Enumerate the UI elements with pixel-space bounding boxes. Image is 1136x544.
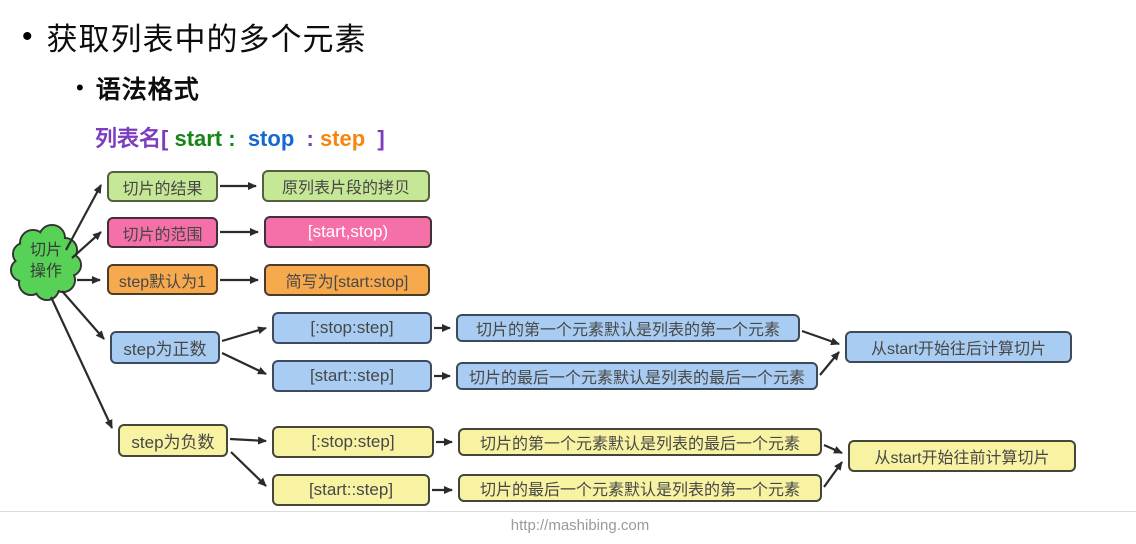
node-step-default: step默认为1	[107, 264, 218, 295]
page-title-row: • 获取列表中的多个元素	[22, 14, 367, 59]
page-subtitle: 语法格式	[95, 76, 200, 104]
page-title: 获取列表中的多个元素	[46, 22, 367, 57]
node-step-positive: step为正数	[110, 331, 220, 364]
node-slice-range: 切片的范围	[107, 217, 218, 248]
node-neg-syntax1-desc: 切片的第一个元素默认是列表的最后一个元素	[458, 428, 822, 456]
syntax-colon1: :	[222, 126, 248, 151]
node-pos-syntax1: [:stop:step]	[272, 312, 432, 344]
node-step-negative: step为负数	[118, 424, 228, 457]
syntax-colon2: :	[294, 126, 320, 151]
syntax-listname: 列表名[	[95, 126, 175, 151]
node-neg-result: 从start开始往前计算切片	[848, 440, 1076, 472]
footer-url: http://mashibing.com	[510, 517, 650, 534]
node-step-default-desc: 简写为[start:stop]	[264, 264, 430, 296]
node-pos-result: 从start开始往后计算切片	[845, 331, 1072, 363]
cloud-root-label: 切片 操作	[16, 241, 76, 283]
cloud-line1: 切片	[29, 242, 62, 259]
node-slice-result-desc: 原列表片段的拷贝	[262, 170, 430, 202]
cloud-line2: 操作	[29, 262, 62, 280]
page-subtitle-row: • 语法格式	[76, 70, 200, 106]
node-pos-syntax1-desc: 切片的第一个元素默认是列表的第一个元素	[456, 314, 800, 342]
node-slice-result: 切片的结果	[107, 171, 218, 202]
bullet-icon: •	[22, 19, 33, 53]
node-pos-syntax2: [start::step]	[272, 360, 432, 392]
node-pos-syntax2-desc: 切片的最后一个元素默认是列表的最后一个元素	[456, 362, 818, 390]
syntax-start: start	[174, 126, 223, 151]
node-neg-syntax2-desc: 切片的最后一个元素默认是列表的第一个元素	[458, 474, 822, 502]
syntax-bracket-close: ]	[365, 126, 385, 151]
syntax-stop: stop	[247, 126, 295, 151]
syntax-step: step	[319, 126, 366, 151]
footer-divider	[0, 511, 1136, 512]
bullet-icon: •	[76, 75, 84, 100]
syntax-line: 列表名[ start : stop : step ]	[95, 121, 385, 153]
node-slice-range-desc: [start,stop)	[264, 216, 432, 248]
node-neg-syntax2: [start::step]	[272, 474, 430, 506]
node-neg-syntax1: [:stop:step]	[272, 426, 434, 458]
